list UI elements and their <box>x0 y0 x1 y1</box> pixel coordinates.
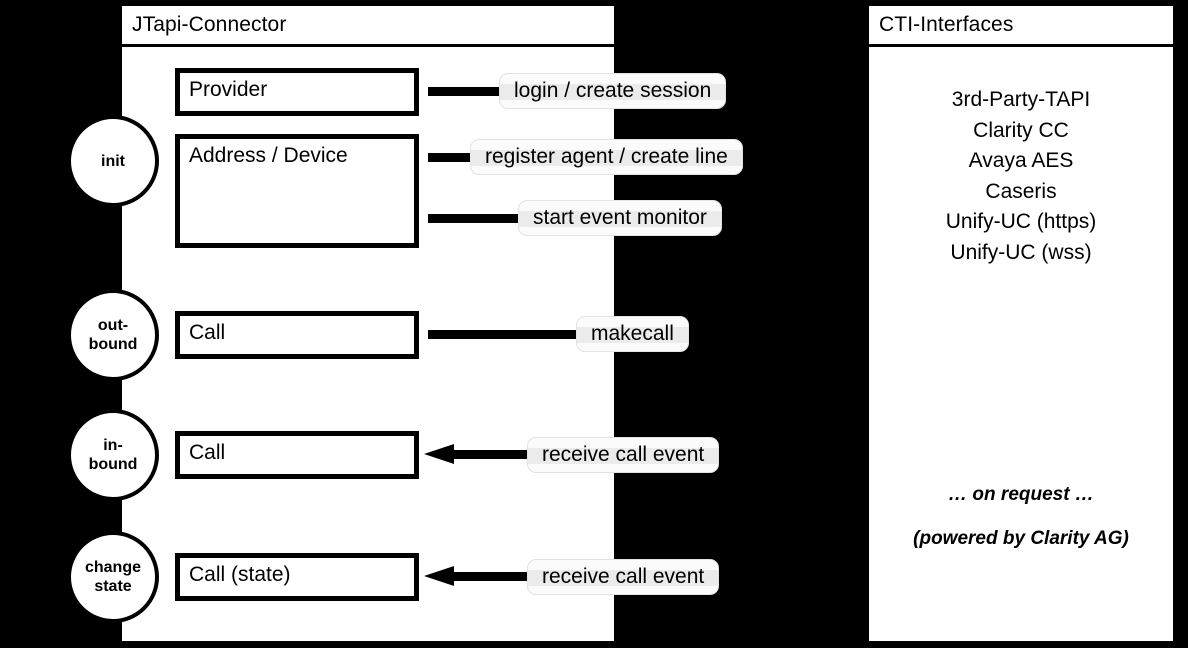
pill-band <box>519 211 721 227</box>
stage-label-line2: state <box>94 578 132 595</box>
cti-interfaces-title: CTI-Interfaces <box>869 6 1173 47</box>
arrow-shaft <box>452 572 534 581</box>
connector-arrow-receive-call-event-state <box>424 566 534 587</box>
connector-line-login-create-session <box>428 87 512 96</box>
cti-interfaces-body: 3rd-Party-TAPI Clarity CC Avaya AES Case… <box>869 47 1173 641</box>
connector-label-login-create-session: login / create session <box>499 73 727 109</box>
stage-circle-outbound[interactable]: out- bound <box>67 289 159 381</box>
pill-band <box>577 327 688 343</box>
connector-line-start-event-monitor <box>428 214 524 223</box>
pill-band <box>528 448 719 464</box>
cti-interfaces-list: 3rd-Party-TAPI Clarity CC Avaya AES Case… <box>869 85 1173 268</box>
cti-note-powered-by: (powered by Clarity AG) <box>913 528 1129 549</box>
stage-label-line1: in- <box>103 437 123 454</box>
pill-text: receive call event <box>542 565 705 588</box>
cti-interface-item: 3rd-Party-TAPI <box>951 88 1091 111</box>
jtapi-connector-title: JTapi-Connector <box>122 6 614 47</box>
pill-band <box>528 570 719 586</box>
connector-label-makecall: makecall <box>576 316 689 352</box>
connector-label-receive-call-event-inbound: receive call event <box>527 437 720 473</box>
entity-box-address-device[interactable]: Address / Device <box>175 134 419 248</box>
connector-arrow-receive-call-event-inbound <box>424 444 534 465</box>
pill-text: register agent / create line <box>485 145 728 168</box>
stage-label-line1: out- <box>97 317 129 334</box>
pill-band <box>500 84 726 100</box>
cti-interface-item: Avaya AES <box>968 149 1074 172</box>
stage-spine-segment <box>112 381 114 411</box>
pill-text: receive call event <box>542 443 705 466</box>
connector-label-register-agent-create-line: register agent / create line <box>470 139 743 175</box>
connector-label-receive-call-event-state: receive call event <box>527 559 720 595</box>
stage-circle-inbound[interactable]: in- bound <box>67 409 159 501</box>
stage-label-line1: init <box>101 152 125 170</box>
entity-box-call-state[interactable]: Call (state) <box>175 553 419 601</box>
arrow-head-left-icon <box>424 444 454 464</box>
stage-circle-change-state[interactable]: change state <box>67 531 159 623</box>
cti-interface-item: Caseris <box>985 179 1057 203</box>
cti-interface-item: Unify-UC (wss) <box>950 240 1092 264</box>
cti-interface-item: Clarity CC <box>973 118 1069 142</box>
stage-label-line2: bound <box>88 456 138 473</box>
cti-interfaces-panel: CTI-Interfaces 3rd-Party-TAPI Clarity CC… <box>865 2 1177 645</box>
entity-box-call-outbound[interactable]: Call <box>175 311 419 359</box>
entity-box-call-inbound[interactable]: Call <box>175 431 419 479</box>
connector-label-start-event-monitor: start event monitor <box>518 200 722 236</box>
pill-text: login / create session <box>514 79 712 102</box>
cti-interface-item: Unify-UC (https) <box>945 210 1097 233</box>
entity-box-provider[interactable]: Provider <box>175 68 419 116</box>
stage-spine-segment <box>112 501 114 533</box>
stage-circle-init[interactable]: init <box>67 115 159 207</box>
connector-line-register-agent-create-line <box>428 153 484 162</box>
cti-note-on-request: … on request … <box>948 484 1094 505</box>
pill-text: makecall <box>591 322 674 345</box>
pill-text: start event monitor <box>533 206 707 229</box>
connector-line-makecall <box>428 330 580 339</box>
arrow-shaft <box>452 450 534 459</box>
stage-spine-segment <box>112 207 114 291</box>
stage-label-line1: change <box>84 559 141 576</box>
pill-band <box>471 150 742 166</box>
arrow-head-left-icon <box>424 566 454 586</box>
stage-spine-segment <box>112 623 114 645</box>
stage-label-line2: bound <box>88 336 138 353</box>
